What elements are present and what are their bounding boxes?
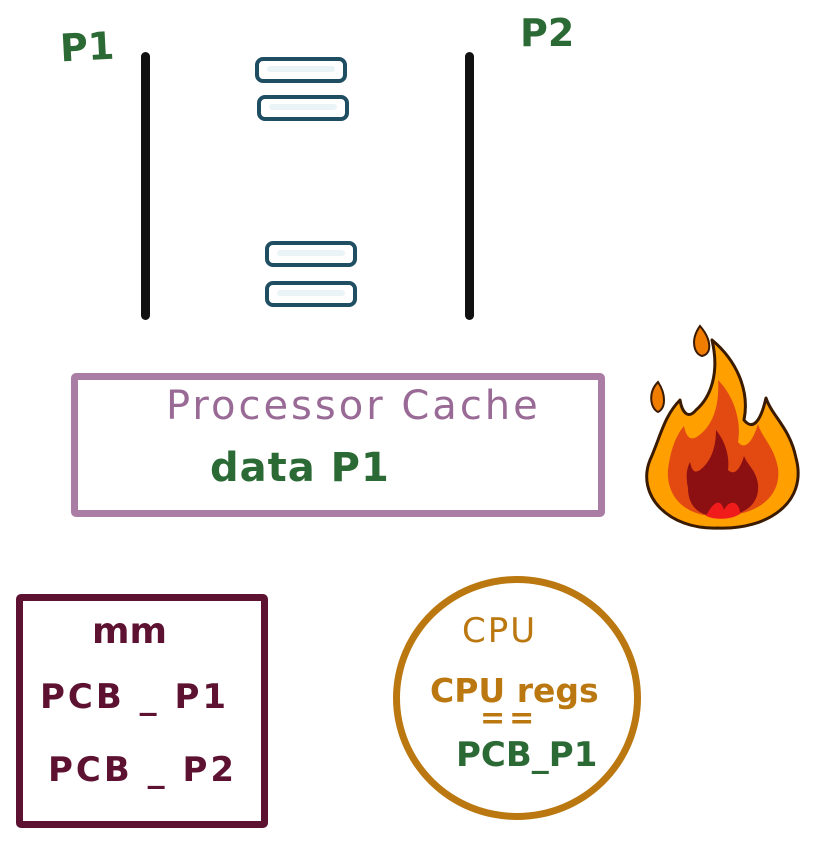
pcb-p1-entry: PCB _ P1 [40,677,230,717]
cache-data-label: data P1 [210,445,390,491]
fire-icon [645,324,800,530]
process-p1-label: P1 [58,23,116,71]
pcb-p2-entry: PCB _ P2 [48,750,238,790]
main-memory-box [16,594,268,828]
context-switch-bar [265,241,357,267]
cpu-circle [393,576,641,820]
equals-sign: == [480,701,539,736]
timeline-p1 [141,52,150,320]
context-switch-bar [265,281,357,307]
cache-title: Processor Cache [166,383,541,429]
process-p2-label: P2 [520,11,575,55]
context-switch-bar [255,57,347,83]
cpu-title: CPU [462,611,538,651]
context-switch-bar [257,95,349,121]
cpu-regs-label: CPU regs [430,671,599,710]
main-memory-title: mm [92,611,168,652]
timeline-p2 [465,52,474,320]
cpu-pcb-label: PCB_P1 [456,735,598,775]
processor-cache-box [71,373,605,517]
